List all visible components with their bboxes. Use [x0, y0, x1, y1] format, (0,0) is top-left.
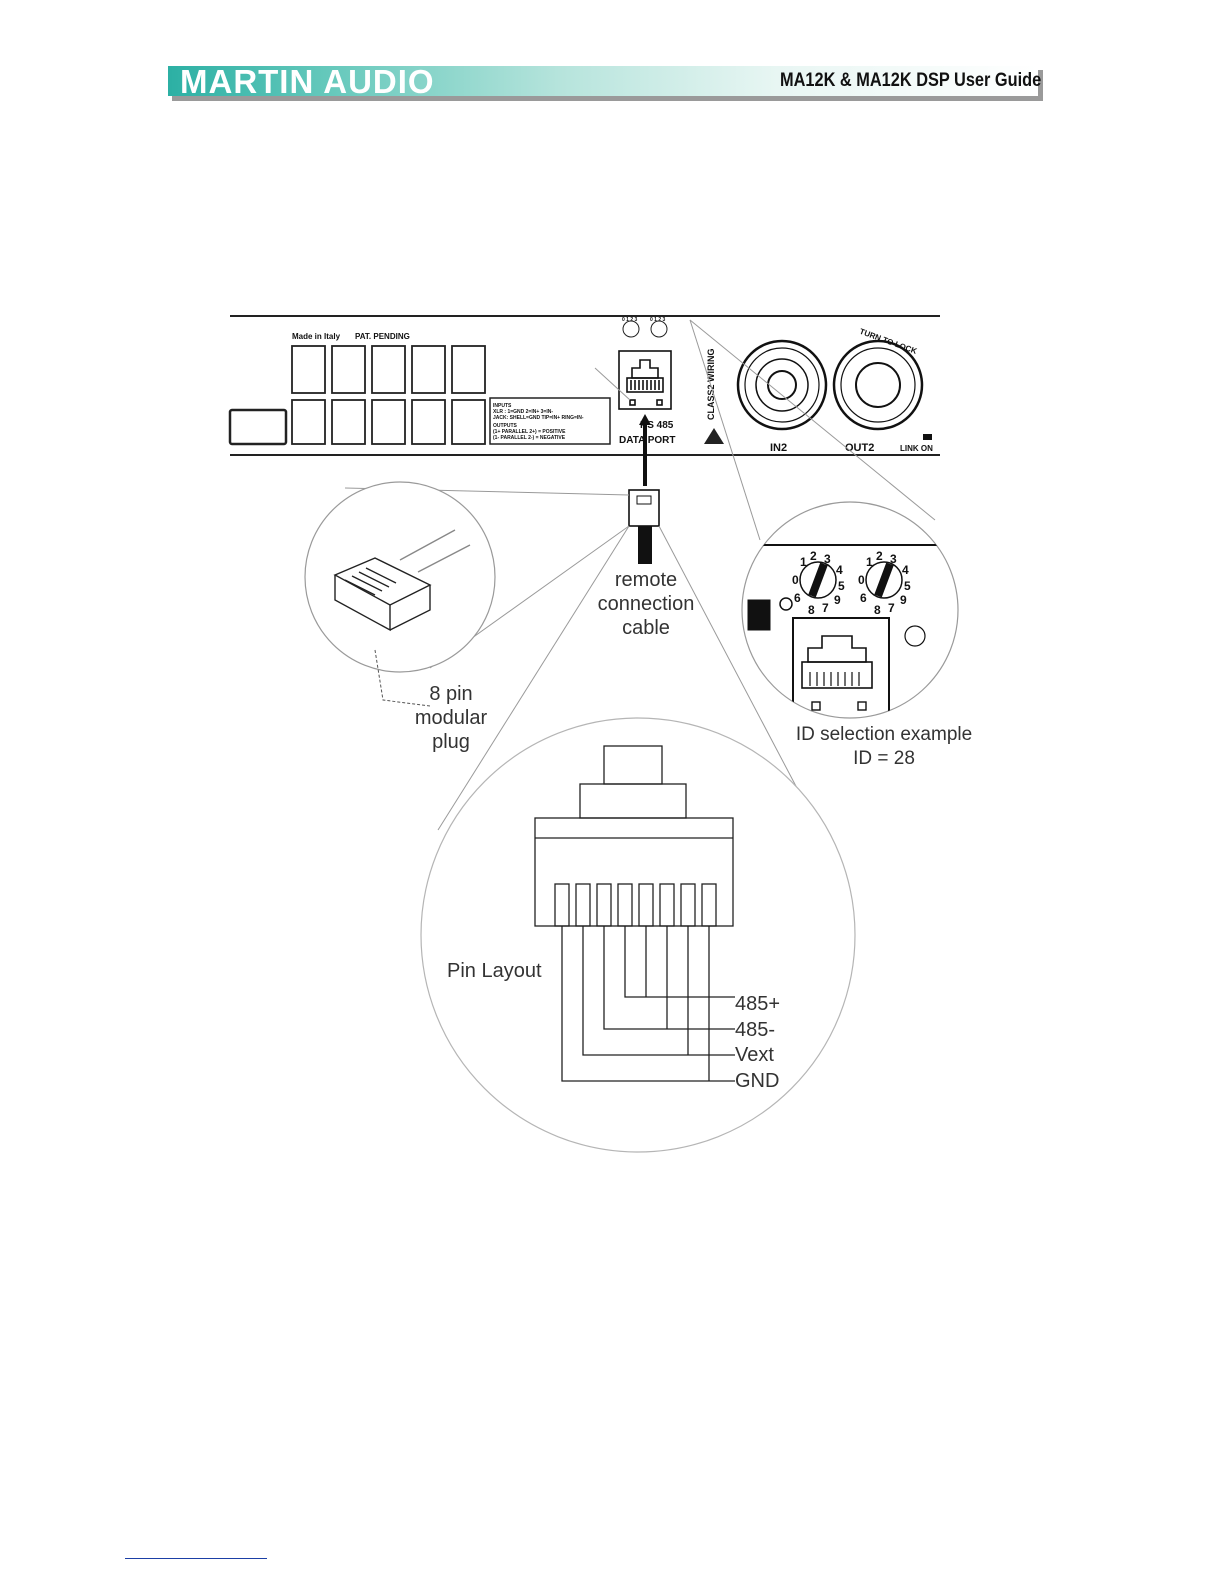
pin-label-vext: Vext — [735, 1044, 774, 1066]
id-example-label: ID selection example ID = 28 — [796, 724, 972, 769]
svg-text:0: 0 — [792, 573, 799, 587]
svg-text:6: 6 — [794, 591, 801, 605]
speakon-connector-icon — [832, 339, 924, 431]
out2-label: OUT2 — [845, 442, 874, 454]
link-switch — [923, 434, 932, 440]
svg-text:5: 5 — [904, 579, 911, 593]
svg-text:XLR : 1=GND 2=IN+ 3=IN-: XLR : 1=GND 2=IN+ 3=IN- — [493, 409, 553, 415]
rotary-switch-icon — [622, 320, 668, 338]
rs485-label: RS 485 — [640, 420, 674, 431]
warning-triangle-icon — [704, 428, 724, 444]
pat-pending-label: PAT. PENDING — [355, 332, 410, 341]
header-band — [168, 66, 1038, 96]
svg-text:3: 3 — [890, 552, 897, 566]
class2-label: CLASS2 WIRING — [706, 348, 716, 420]
footer-rule — [125, 1558, 267, 1559]
cable-label: remote connection cable — [598, 569, 695, 639]
svg-text:5: 5 — [838, 579, 845, 593]
pin-label-485plus: 485+ — [735, 993, 780, 1015]
svg-text:9: 9 — [834, 593, 841, 607]
xlr-connector-icon — [736, 339, 828, 431]
rj45-port-icon — [618, 350, 672, 410]
svg-text:plug: plug — [432, 731, 470, 753]
small-switch-digits: 0 1 2 3 0 1 2 3 — [622, 317, 666, 323]
svg-text:6: 6 — [860, 591, 867, 605]
link-on-label: LINK ON — [900, 444, 933, 453]
pin-layout-circle — [420, 717, 856, 1153]
svg-text:OUTPUTS: OUTPUTS — [493, 423, 518, 429]
svg-text:2: 2 — [810, 549, 817, 563]
svg-text:modular: modular — [415, 707, 488, 729]
pin-label-485minus: 485- — [735, 1019, 775, 1041]
plug-label: 8 pin modular plug — [415, 683, 488, 753]
header-shadow — [172, 96, 1042, 101]
rear-panel — [228, 315, 940, 456]
svg-text:INPUTS: INPUTS — [493, 403, 512, 409]
svg-text:3: 3 — [824, 552, 831, 566]
svg-text:4: 4 — [836, 563, 843, 577]
pin-labels: 485+ 485- Vext GND — [735, 993, 780, 1092]
svg-text:4: 4 — [902, 563, 909, 577]
plug-zoom-circle — [304, 481, 496, 707]
svg-text:2: 2 — [876, 549, 883, 563]
wiring-info-text: INPUTS XLR : 1=GND 2=IN+ 3=IN- JACK: SHE… — [493, 403, 584, 441]
rj45-plug-pinout-icon — [534, 745, 735, 1082]
svg-text:7: 7 — [822, 601, 829, 615]
pin-label-gnd: GND — [735, 1070, 779, 1092]
pin-layout-label: Pin Layout — [447, 960, 542, 982]
svg-text:7: 7 — [888, 601, 895, 615]
header-shadow-right — [1038, 70, 1043, 101]
svg-text:0 1 2 3: 0 1 2 3 — [650, 317, 666, 323]
svg-text:8: 8 — [808, 603, 815, 617]
svg-text:8 pin: 8 pin — [429, 683, 472, 705]
svg-text:cable: cable — [622, 617, 670, 639]
brand-logo: MARTIN AUDIO — [180, 63, 435, 100]
svg-text:remote: remote — [615, 569, 677, 591]
svg-text:1: 1 — [800, 555, 807, 569]
rj45-plug-icon — [333, 529, 471, 632]
svg-text:1: 1 — [866, 555, 873, 569]
rotary-switch-icon — [799, 561, 903, 599]
data-port-label: DATA PORT — [619, 435, 675, 446]
in2-label: IN2 — [770, 442, 787, 454]
svg-text:9: 9 — [900, 593, 907, 607]
svg-text:connection: connection — [598, 593, 695, 615]
guide-title: MA12K & MA12K DSP User Guide — [780, 70, 1042, 91]
svg-text:JACK: SHELL=GND TIP=IN+ RING=I: JACK: SHELL=GND TIP=IN+ RING=IN- — [493, 415, 584, 421]
svg-text:(1- PARALLEL 2-) = NEGATIVE: (1- PARALLEL 2-) = NEGATIVE — [493, 435, 566, 441]
cable — [628, 414, 660, 564]
svg-text:ID = 28: ID = 28 — [853, 748, 915, 769]
svg-text:ID selection example: ID selection example — [796, 724, 972, 745]
made-in-label: Made in Italy — [292, 332, 341, 341]
svg-text:0: 0 — [858, 573, 865, 587]
svg-text:(1+ PARALLEL 2+) = POSITIVE: (1+ PARALLEL 2+) = POSITIVE — [493, 429, 566, 435]
svg-text:8: 8 — [874, 603, 881, 617]
svg-text:0 1 2 3: 0 1 2 3 — [622, 317, 638, 323]
